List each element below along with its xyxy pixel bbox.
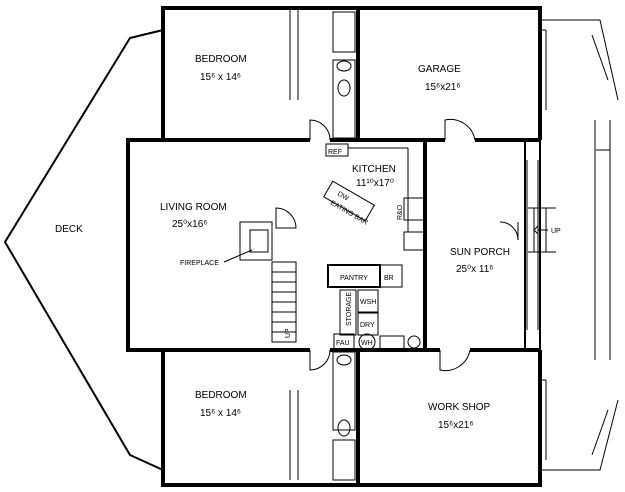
pantry-label: PANTRY [340, 275, 368, 282]
stairs [271, 261, 297, 343]
sun-porch-label: SUN PORCH [450, 247, 510, 258]
bath-top [332, 11, 356, 139]
ref-label: REF [328, 149, 342, 156]
wsh-label: WSH [360, 299, 376, 306]
kitchen-label: KITCHEN [352, 164, 396, 175]
site-lines [540, 19, 619, 471]
doors [275, 118, 519, 372]
fireplace-label: FIREPLACE [180, 260, 219, 267]
kitchen-fixtures [323, 143, 425, 251]
br-label: BR [384, 275, 394, 282]
living-room-dim: 25⁰x16⁶ [172, 219, 207, 230]
work-shop-label: WORK SHOP [428, 402, 491, 413]
storage-label: STORAGE [346, 292, 353, 326]
porch-up-label: UP [551, 228, 561, 235]
living-room-label: LIVING ROOM [160, 202, 227, 213]
garage-dim: 15⁶x21⁶ [425, 82, 460, 93]
eating-bar-label: EATING BAR [329, 200, 369, 227]
bedroom-top-label: BEDROOM [195, 54, 247, 65]
windows [289, 10, 547, 480]
r-o-label: R&O [397, 204, 404, 220]
bedroom-bottom-label: BEDROOM [195, 390, 247, 401]
porch-entry [528, 207, 556, 253]
work-shop-dim: 15⁶x21⁶ [438, 420, 473, 431]
wh-label: WH [361, 340, 373, 347]
bedroom-bottom-dim: 15⁶ x 14⁶ [200, 408, 241, 419]
dry-label: DRY [360, 322, 375, 329]
kitchen-dim: 11¹⁰x17⁰ [356, 178, 394, 189]
sun-porch-dim: 25⁰x 11⁶ [456, 264, 493, 275]
fau-label: FAU [336, 340, 350, 347]
bath-bottom [332, 351, 356, 481]
deck-label: DECK [55, 224, 83, 235]
fireplace-leader [223, 249, 253, 263]
stair-up-label: UP [285, 328, 292, 338]
deck [3, 29, 164, 471]
utility-area [327, 264, 421, 351]
fireplace [239, 221, 273, 261]
garage-label: GARAGE [418, 64, 461, 75]
bedroom-top-dim: 15⁶ x 14⁶ [200, 72, 241, 83]
dw-label: DW [336, 191, 350, 203]
